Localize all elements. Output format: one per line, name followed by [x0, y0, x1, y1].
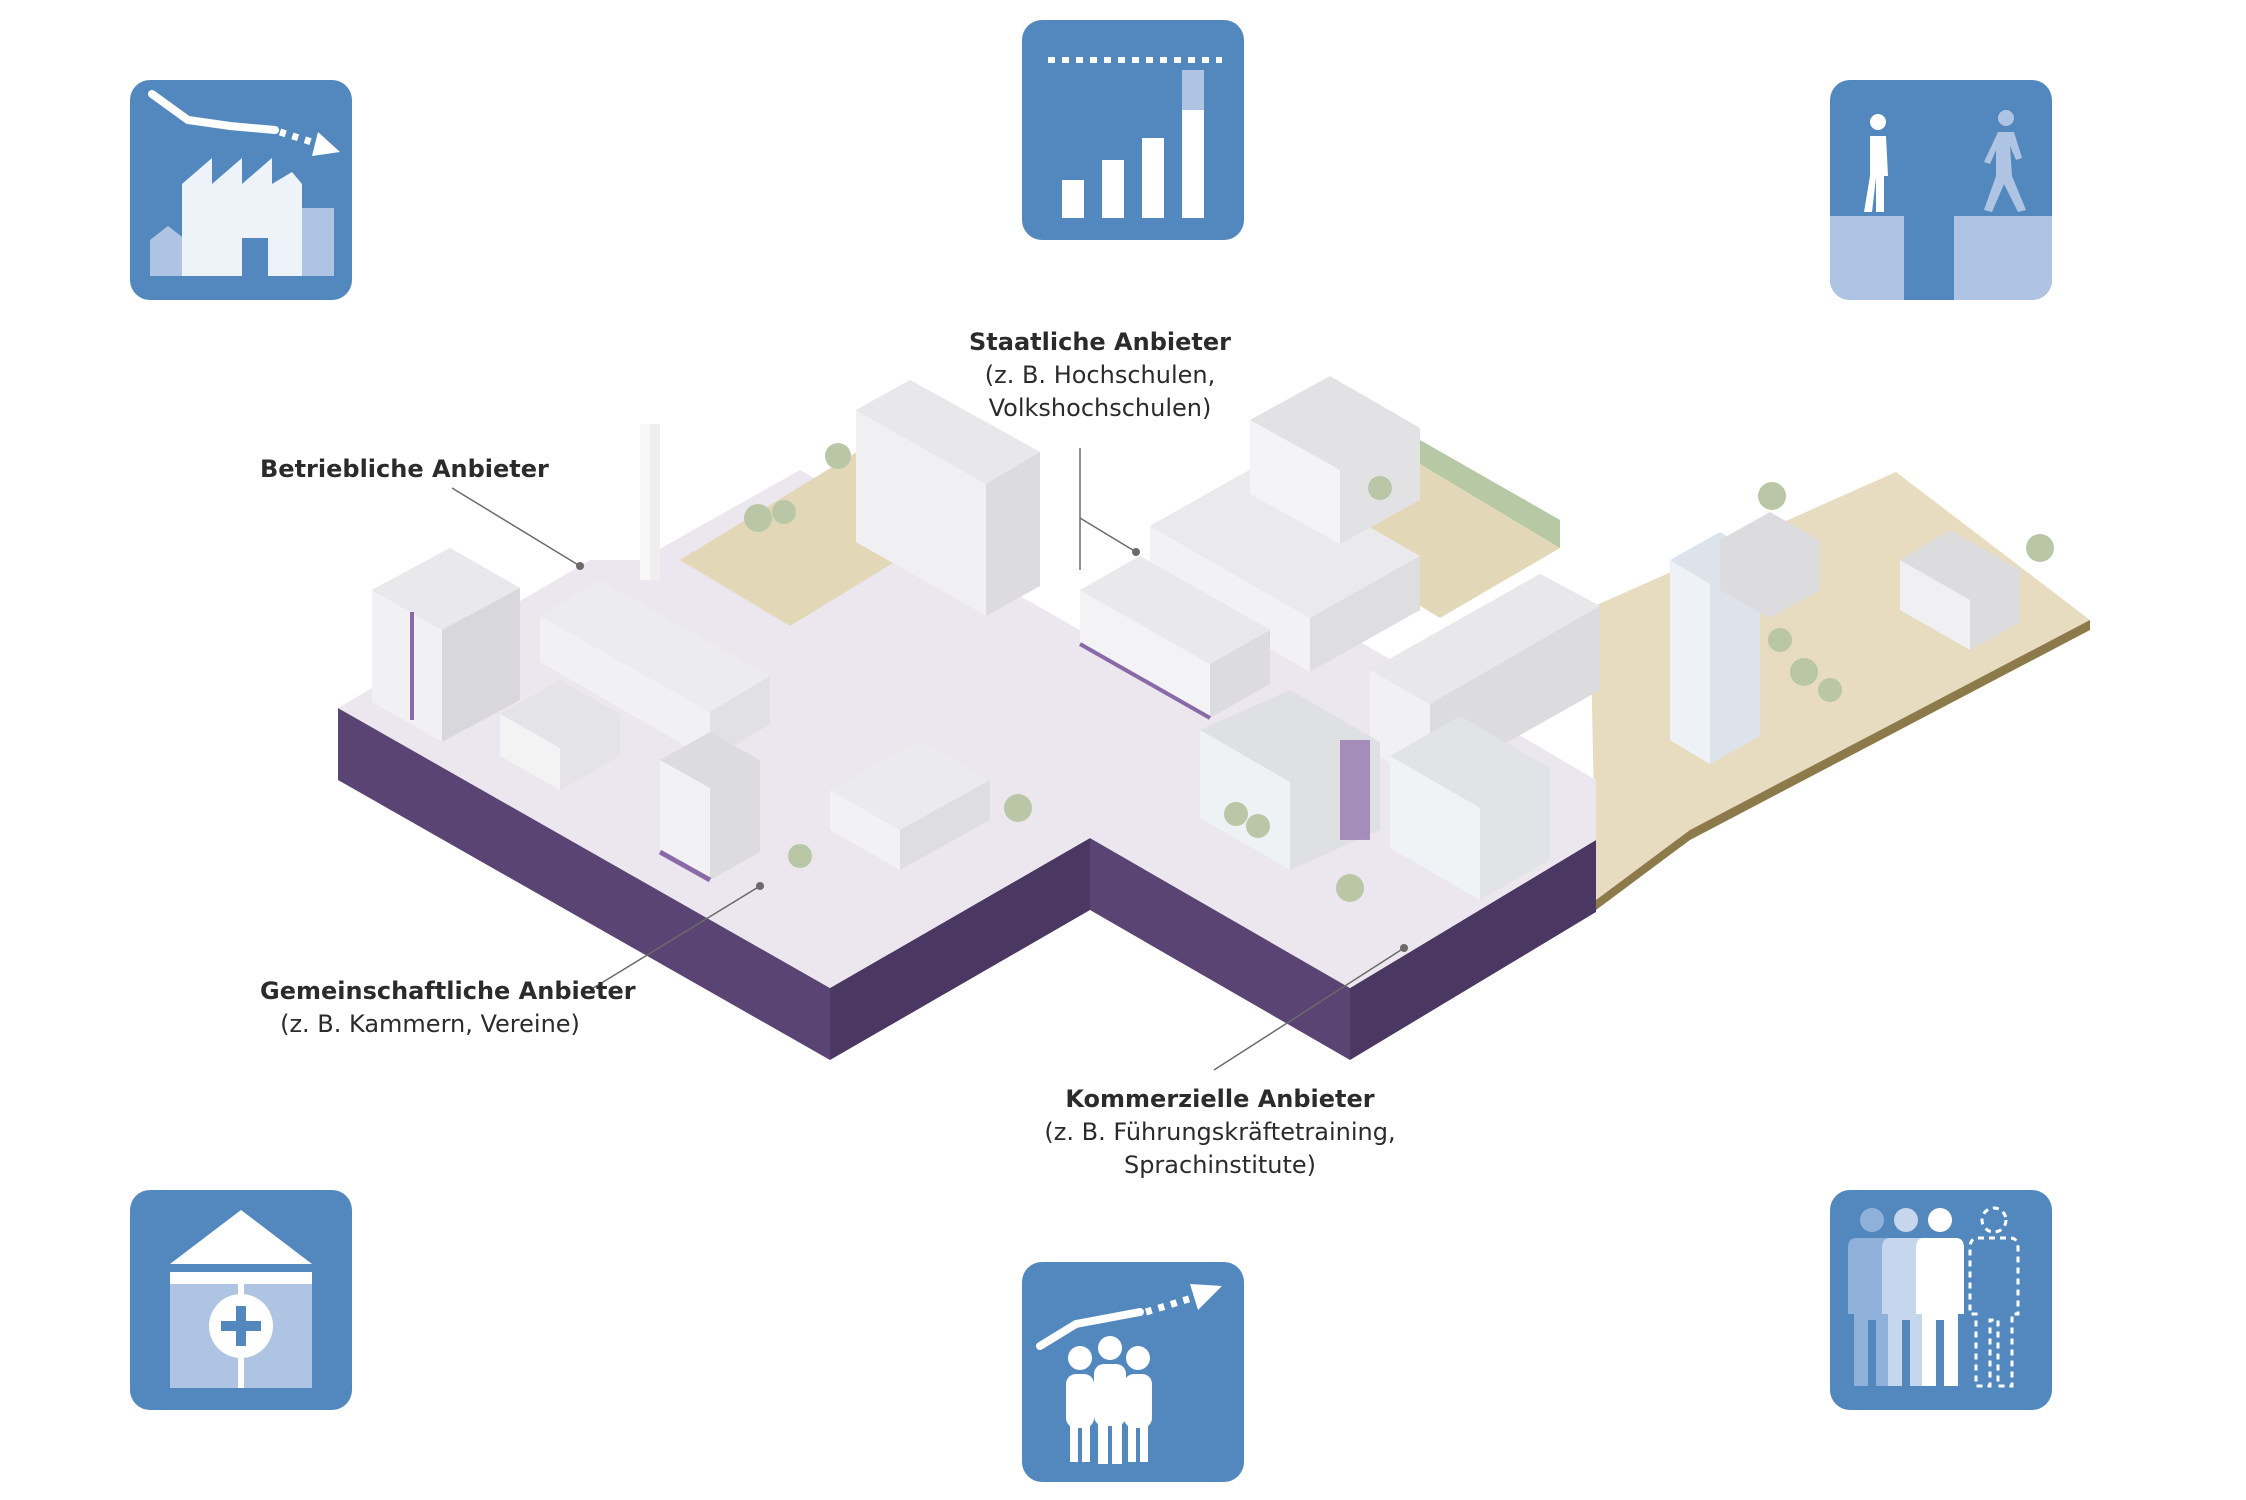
factory-chimney — [640, 424, 660, 580]
label-subtitle: (z. B. Führungskräftetraining, — [1044, 1118, 1396, 1146]
label-subtitle: (z. B. Kammern, Vereine) — [280, 1010, 580, 1038]
label-gemeinschaftliche-anbieter: Gemeinschaftliche Anbieter (z. B. Kammer… — [260, 975, 636, 1041]
row-houses — [1370, 574, 1600, 786]
label-title: Kommerzielle Anbieter — [1065, 1085, 1375, 1113]
people-group-missing-person-icon — [1830, 1190, 2052, 1410]
label-title: Staatliche Anbieter — [969, 328, 1231, 356]
label-kommerzielle-anbieter: Kommerzielle Anbieter (z. B. Führungskrä… — [1040, 1083, 1400, 1182]
apartment-block — [856, 380, 1040, 616]
silo-building — [372, 548, 520, 742]
label-title: Gemeinschaftliche Anbieter — [260, 977, 636, 1005]
label-title: Betriebliche Anbieter — [260, 455, 549, 483]
people-crossing-gap-icon — [1830, 80, 2052, 300]
label-subtitle: Sprachinstitute) — [1123, 1151, 1317, 1179]
factory-declining-icon — [130, 80, 352, 300]
university-building — [1150, 376, 1420, 672]
health-house-icon — [130, 1190, 352, 1410]
label-betriebliche-anbieter: Betriebliche Anbieter — [260, 453, 549, 486]
low-house — [830, 740, 990, 870]
small-office-left — [500, 680, 620, 790]
bar-chart-rising-icon — [1022, 20, 1244, 240]
group-upward-trend-icon — [1022, 1262, 1244, 1482]
community-house — [658, 732, 760, 883]
village-houses — [1720, 512, 2020, 650]
label-subtitle: (z. B. Hochschulen, — [984, 361, 1216, 389]
label-subtitle: Volkshochschulen) — [988, 394, 1212, 422]
label-staatliche-anbieter: Staatliche Anbieter (z. B. Hochschulen, … — [940, 326, 1260, 425]
central-institute — [1079, 556, 1270, 720]
commercial-building — [1200, 690, 1550, 900]
factory-hall — [540, 580, 770, 760]
